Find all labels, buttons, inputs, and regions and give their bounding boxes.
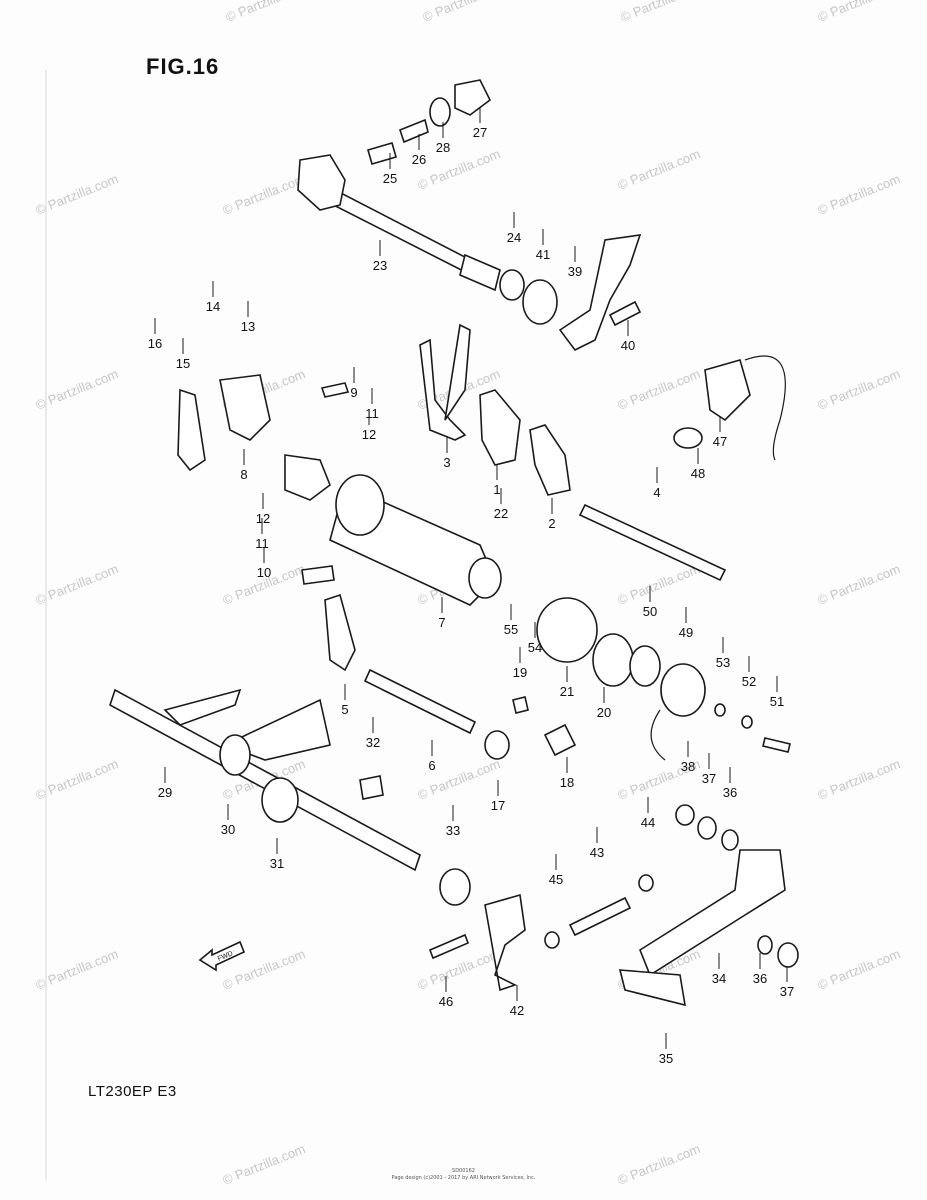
watermark-text: © Partzilla.com [34,561,121,608]
model-code: LT230EP E3 [88,1083,177,1100]
gear-shift-arm-assembly [109,688,471,906]
watermark-text: © Partzilla.com [34,171,121,218]
callout-33[interactable]: 33 [446,823,460,838]
callout-52[interactable]: 52 [742,674,756,689]
callout-9[interactable]: 9 [350,385,357,400]
callout-8[interactable]: 8 [240,467,247,482]
callout-36[interactable]: 36 [723,785,737,800]
callout-12[interactable]: 12 [362,427,376,442]
callout-47[interactable]: 47 [713,434,727,449]
callout-45[interactable]: 45 [549,872,563,887]
callout-50[interactable]: 50 [643,604,657,619]
watermark-text: © Partzilla.com [34,366,121,413]
watermark-text: © Partzilla.com [816,561,903,608]
watermark-text: © Partzilla.com [816,366,903,413]
callout-4[interactable]: 4 [653,485,660,500]
callout-38[interactable]: 38 [681,759,695,774]
callout-20[interactable]: 20 [597,705,611,720]
callout-54[interactable]: 54 [528,640,542,655]
shift-shaft-assembly [297,79,642,352]
callout-32[interactable]: 32 [366,735,380,750]
callout-18[interactable]: 18 [560,775,574,790]
callout-49[interactable]: 49 [679,625,693,640]
shift-fork-group [324,323,727,735]
figure-title: FIG.16 [146,54,220,79]
callout-22[interactable]: 22 [494,506,508,521]
watermark-text: © Partzilla.com [619,0,706,25]
callout-44[interactable]: 44 [641,815,655,830]
callout-31[interactable]: 31 [270,856,284,871]
callout-39[interactable]: 39 [568,264,582,279]
callout-1[interactable]: 1 [493,482,500,497]
callout-55[interactable]: 55 [504,622,518,637]
callout-7[interactable]: 7 [438,615,445,630]
callout-2[interactable]: 2 [548,516,555,531]
watermark-text: © Partzilla.com [421,0,508,25]
callout-30[interactable]: 30 [221,822,235,837]
callout-21[interactable]: 21 [560,684,574,699]
callout-11[interactable]: 11 [255,536,269,551]
watermark-text: © Partzilla.com [416,146,503,193]
callout-23[interactable]: 23 [373,258,387,273]
watermark-text: © Partzilla.com [816,171,903,218]
callout-15[interactable]: 15 [176,356,190,371]
watermark-text: © Partzilla.com [416,946,503,993]
callout-17[interactable]: 17 [491,798,505,813]
watermark-text: © Partzilla.com [34,756,121,803]
footer-line-2: Page design (c)2001 - 2017 by ARI Networ… [391,1175,536,1181]
callout-6[interactable]: 6 [428,758,435,773]
callout-53[interactable]: 53 [716,655,730,670]
callout-10[interactable]: 10 [257,565,271,580]
callout-26[interactable]: 26 [412,152,426,167]
callout-42[interactable]: 42 [510,1003,524,1018]
callout-36[interactable]: 36 [753,971,767,986]
callout-28[interactable]: 28 [436,140,450,155]
shift-drum-assembly [177,374,502,606]
callout-40[interactable]: 40 [621,338,635,353]
watermark-text: © Partzilla.com [224,0,311,25]
callout-5[interactable]: 5 [341,702,348,717]
callout-35[interactable]: 35 [659,1051,673,1066]
callout-19[interactable]: 19 [513,665,527,680]
watermark-text: © Partzilla.com [816,946,903,993]
callout-16[interactable]: 16 [148,336,162,351]
footer-line-1: SD00162 [452,1168,475,1174]
watermark-text: © Partzilla.com [616,366,703,413]
callout-layer: 1234567891011111212131415161718192021222… [148,107,794,1066]
callout-11[interactable]: 11 [365,406,379,421]
watermark-text: © Partzilla.com [34,946,121,993]
watermark-text: © Partzilla.com [221,171,308,218]
callout-41[interactable]: 41 [536,247,550,262]
gear-shift-lever-assembly [428,804,799,1007]
callout-14[interactable]: 14 [206,299,220,314]
callout-13[interactable]: 13 [241,319,255,334]
callout-43[interactable]: 43 [590,845,604,860]
watermark-text: © Partzilla.com [616,146,703,193]
callout-51[interactable]: 51 [770,694,784,709]
direction-marker: FWD [198,940,246,972]
callout-12[interactable]: 12 [256,511,270,526]
callout-37[interactable]: 37 [702,771,716,786]
callout-29[interactable]: 29 [158,785,172,800]
callout-46[interactable]: 46 [439,994,453,1009]
callout-37[interactable]: 37 [780,984,794,999]
stopper-and-plates [484,597,791,761]
watermark-text: © Partzilla.com [816,756,903,803]
callout-3[interactable]: 3 [443,455,450,470]
callout-27[interactable]: 27 [473,125,487,140]
watermark-text: © Partzilla.com [616,561,703,608]
callout-48[interactable]: 48 [691,466,705,481]
watermark-text: © Partzilla.com [816,0,903,25]
gear-position-switch [673,355,786,461]
callout-34[interactable]: 34 [712,971,726,986]
callout-24[interactable]: 24 [507,230,521,245]
callout-25[interactable]: 25 [383,171,397,186]
